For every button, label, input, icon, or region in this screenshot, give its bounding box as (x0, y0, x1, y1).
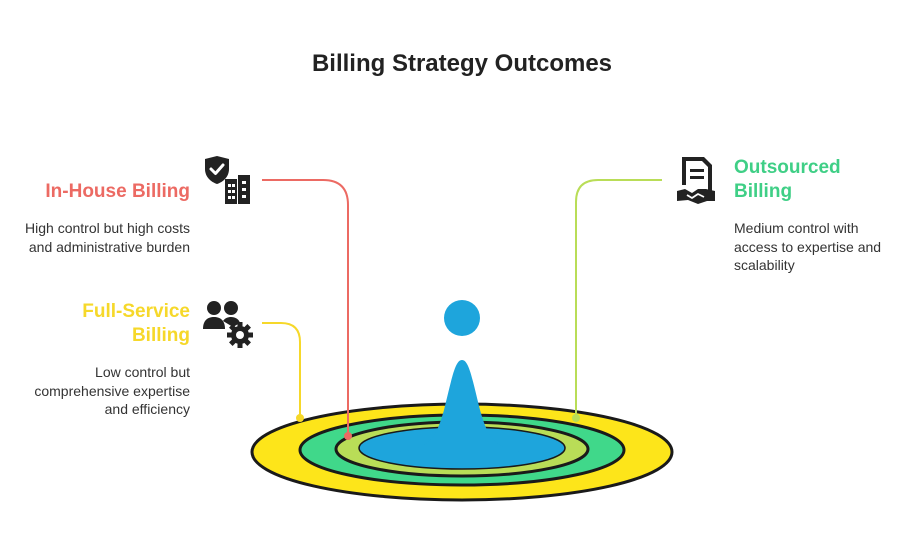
connector-in-house (262, 179, 349, 434)
connector-outsourced (575, 179, 662, 416)
connector-in-house-dot (344, 432, 352, 440)
contract-handshake-icon (676, 155, 716, 210)
outsourced-description: Medium control with access to expertise … (734, 220, 882, 273)
full-service-label: Full-Service Billing (0, 300, 190, 348)
outsourced-label: Outsourced Billing (734, 157, 841, 202)
connector-outsourced-dot (572, 414, 580, 422)
full-service-description: Low control but comprehensive expertise … (34, 364, 190, 417)
peak-shape (400, 360, 524, 452)
users-gear-icon (203, 299, 255, 354)
in-house-description: High control but high costs and administ… (25, 220, 190, 255)
in-house-label: In-House Billing (45, 181, 190, 202)
shield-check-building-icon (203, 155, 253, 212)
ball (444, 300, 480, 336)
full-service-label-text: Full-Service Billing (82, 301, 190, 346)
diagram-title: Billing Strategy Outcomes (311, 50, 613, 77)
connector-full-service-dot (296, 414, 304, 422)
connector-full-service (262, 322, 301, 416)
